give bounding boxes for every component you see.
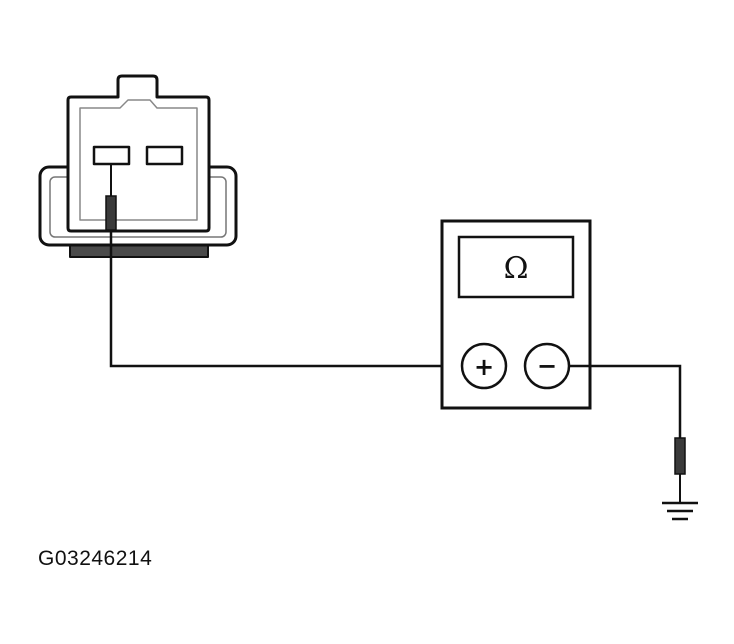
connector-icon bbox=[38, 74, 238, 258]
negative-terminal-sign: − bbox=[537, 352, 557, 380]
probe-body bbox=[105, 195, 117, 231]
connector-terminal-2 bbox=[145, 145, 184, 166]
ohmmeter-icon: Ω + − bbox=[440, 219, 592, 410]
connector-body-inner bbox=[79, 99, 198, 221]
ground-icon bbox=[662, 501, 698, 521]
positive-terminal bbox=[460, 342, 508, 390]
meter-display-symbol: Ω bbox=[504, 251, 529, 286]
positive-lead-wire bbox=[109, 230, 462, 368]
connector-terminal-1 bbox=[92, 145, 131, 166]
figure-id-label: G03246214 bbox=[38, 547, 153, 570]
positive-terminal-sign: + bbox=[474, 353, 494, 381]
negative-lead-wire bbox=[569, 364, 682, 440]
ground-probe-body bbox=[674, 437, 686, 475]
connector-base-shadow bbox=[69, 244, 209, 258]
meter-display bbox=[457, 235, 575, 299]
ground-probe-icon bbox=[674, 437, 686, 503]
